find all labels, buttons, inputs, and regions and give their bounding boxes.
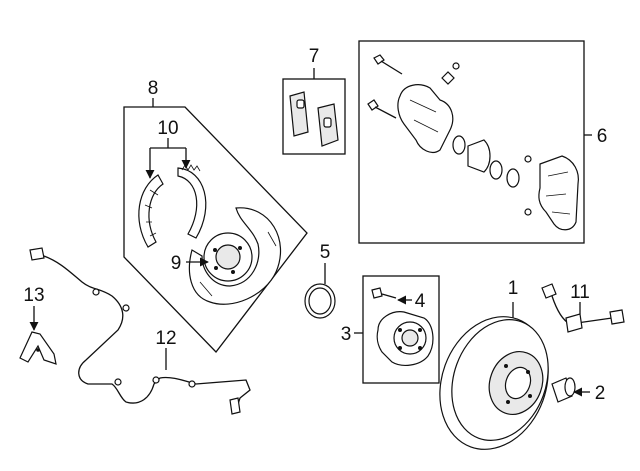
parking-brake-kit-outline	[123, 106, 308, 353]
callout-11: 11	[570, 282, 590, 303]
caliper-icon	[367, 54, 579, 231]
caliper-outline	[358, 40, 585, 244]
callout-8: 8	[148, 78, 159, 99]
hub-bearing-icon	[376, 311, 434, 366]
callout-2: 2	[595, 383, 606, 404]
abs-sensor-icon	[29, 247, 251, 415]
bushing-icon	[551, 377, 576, 403]
callout-12: 12	[155, 328, 176, 349]
callout-10: 10	[157, 118, 178, 139]
backing-plate-icon	[188, 207, 281, 305]
brake-pads-group	[282, 68, 346, 155]
caliper-group	[358, 40, 592, 244]
callout-5: 5	[320, 242, 331, 263]
brake-pads-icon	[289, 91, 339, 147]
callout-7: 7	[309, 46, 320, 67]
brake-shoes-icon	[138, 164, 207, 248]
callout-13: 13	[23, 285, 44, 306]
brake-hose-icon	[541, 283, 625, 333]
seal-ring-icon	[304, 283, 336, 319]
callout-9: 9	[171, 253, 182, 274]
callout-1: 1	[508, 278, 519, 299]
parking-brake-kit-group	[123, 98, 308, 353]
callout-6: 6	[597, 126, 608, 147]
callout-3: 3	[341, 324, 352, 345]
hub-bearing-group	[354, 275, 440, 384]
bracket-icon	[19, 331, 57, 365]
brake-rotor-icon	[439, 316, 549, 450]
callout-4: 4	[415, 291, 426, 312]
bolt-icon	[371, 287, 397, 299]
hub-bearing-outline	[362, 275, 440, 384]
